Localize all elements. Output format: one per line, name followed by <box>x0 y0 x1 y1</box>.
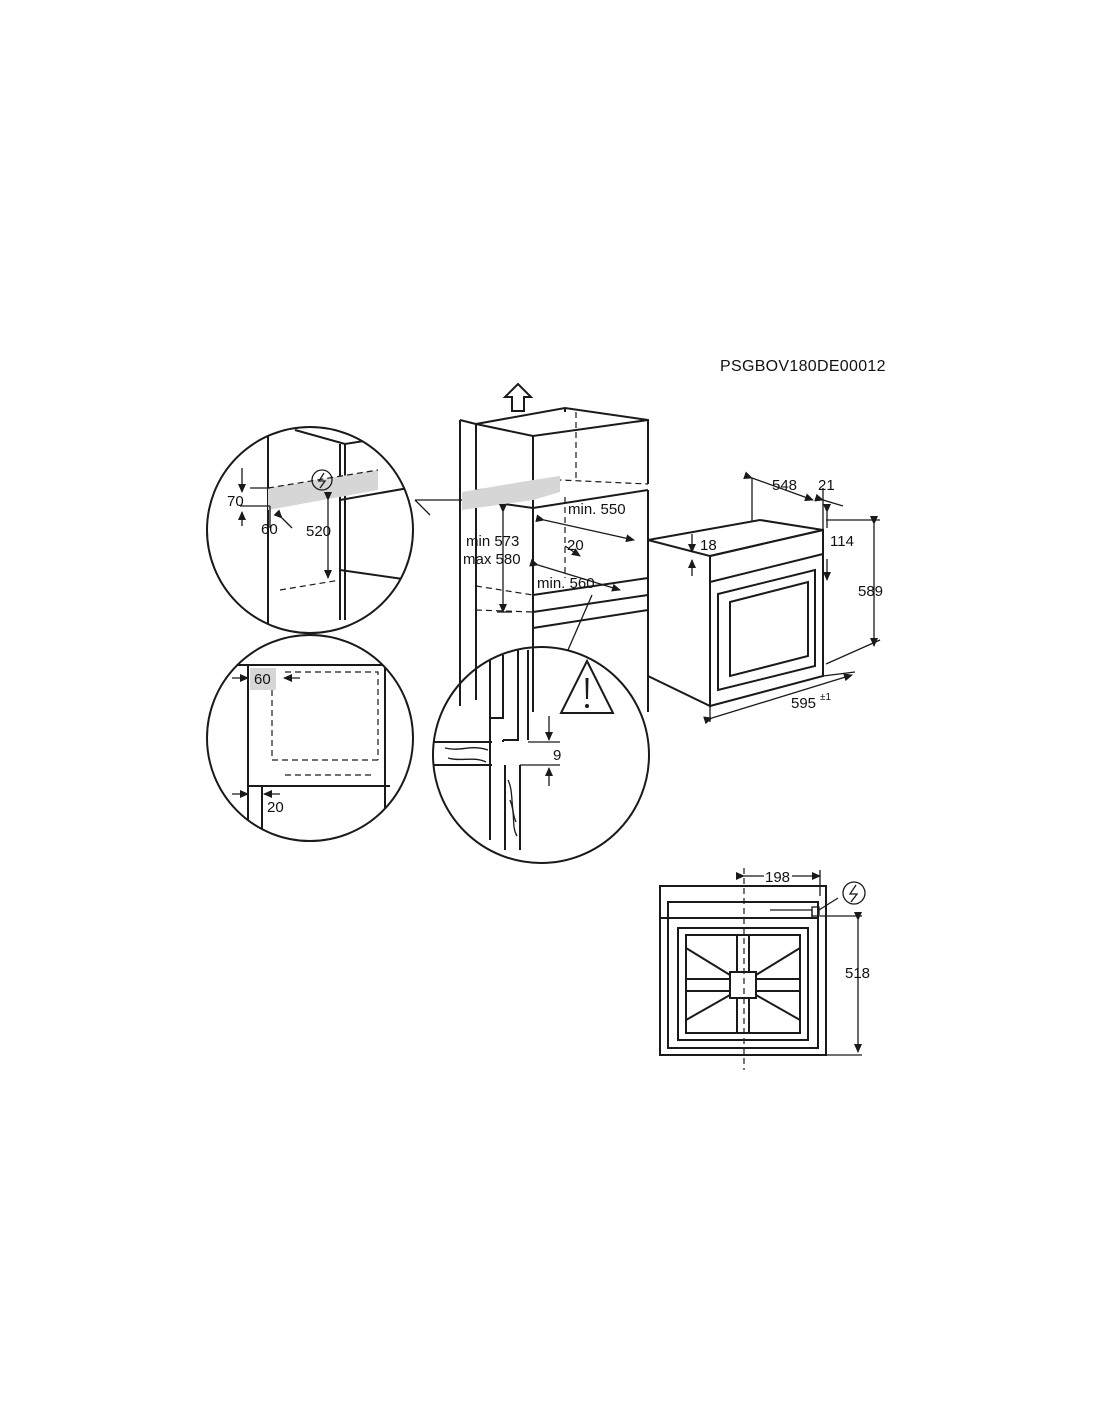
dim-max-580: max 580 <box>463 551 521 568</box>
oven-top-view <box>659 868 862 1070</box>
dim-20-mid: 20 <box>567 537 584 554</box>
dim-589: 589 <box>858 583 883 600</box>
electric-connection-icon <box>842 881 866 905</box>
dim-60-top: 60 <box>261 521 278 538</box>
zoom-circle-left <box>206 634 414 842</box>
airflow-up-arrow-icon <box>502 382 534 412</box>
zoom-circle-top <box>206 426 414 634</box>
dim-min-560: min. 560 <box>537 575 595 592</box>
dim-198: 198 <box>765 869 790 886</box>
electric-connection-icon <box>311 469 333 491</box>
zoom-middle-content <box>433 650 560 850</box>
document-code: PSGBOV180DE00012 <box>720 358 886 375</box>
dim-518: 518 <box>845 965 870 982</box>
dim-9: 9 <box>553 747 561 764</box>
dim-548: 548 <box>772 477 797 494</box>
dim-20-left: 20 <box>267 799 284 816</box>
dim-18: 18 <box>700 537 717 554</box>
zoom-left-content <box>207 664 390 841</box>
dim-70: 70 <box>227 493 244 510</box>
oven-unit <box>647 471 881 725</box>
dim-114: 114 <box>830 533 854 550</box>
cabinet-unit <box>414 382 649 712</box>
dim-520: 520 <box>306 523 331 540</box>
dim-min-573: min 573 <box>466 533 519 550</box>
dim-21: 21 <box>818 477 835 494</box>
dim-min-550: min. 550 <box>568 501 626 518</box>
zoom-circle-middle <box>432 646 650 864</box>
warning-triangle-icon <box>559 658 615 714</box>
dim-60-left: 60 <box>254 671 271 688</box>
dim-595: 595 <box>791 695 816 712</box>
dim-595-tolerance: ±1 <box>820 692 831 703</box>
